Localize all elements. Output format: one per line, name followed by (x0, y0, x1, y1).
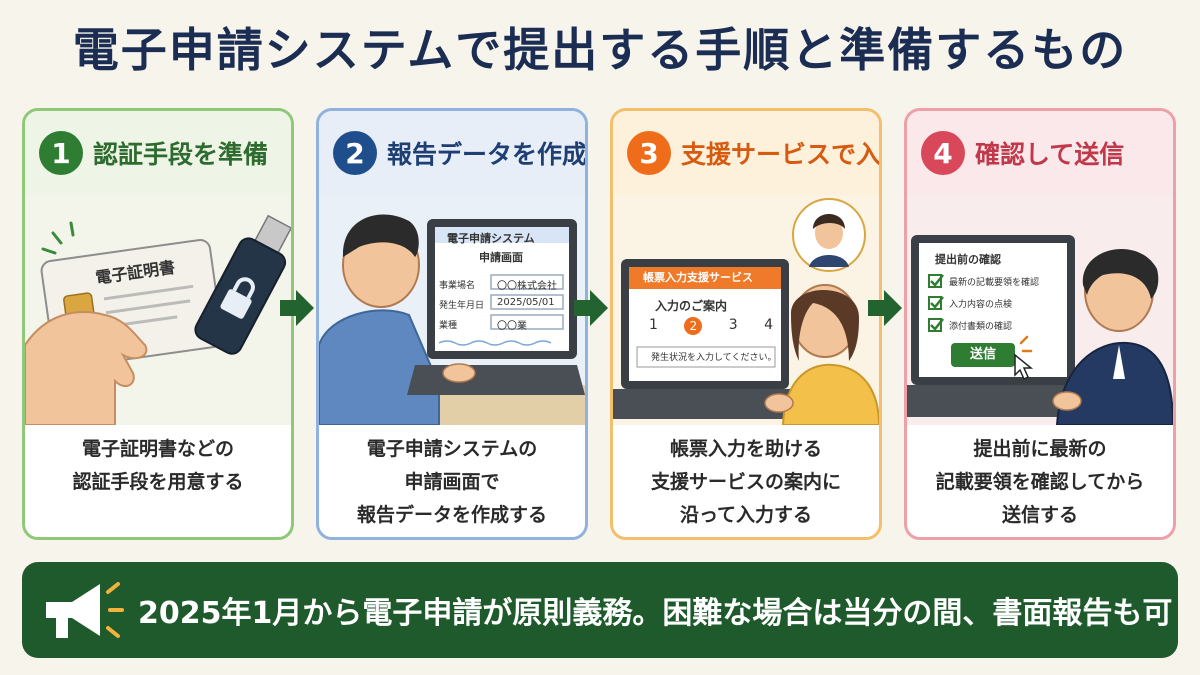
step-card-2: 2 報告データを作成 電子申請システム 申請画面 事業場名 〇〇株式会社 発生年… (316, 108, 588, 540)
field-value: 〇〇業 (497, 321, 527, 332)
input-prompt: 発生状況を入力してください。 (651, 353, 777, 363)
field-value: 2025/05/01 (497, 297, 555, 308)
step-description: 電子申請システムの 申請画面で 報告データを作成する (356, 438, 547, 526)
step-header: 3 支援サービスで入力 (613, 111, 879, 195)
lock-icon (220, 277, 255, 319)
notice-banner: 2025年1月から電子申請が原則義務。困難な場合は当分の間、書面報告も可 (22, 562, 1178, 658)
step-header: 4 確認して送信 (907, 111, 1173, 195)
step-card-3: 3 支援サービスで入力 帳票入力支援サービス 入力のご案内 1 2 3 (610, 108, 882, 540)
field-value: 〇〇株式会社 (497, 281, 557, 292)
step-title: 確認して送信 (975, 140, 1125, 169)
step-description: 電子証明書などの 認証手段を用意する (72, 438, 244, 493)
step-card-4: 4 確認して送信 提出前の確認 (904, 108, 1176, 540)
page-title: 電子申請システムで提出する手順と準備するもの (72, 23, 1128, 77)
step-title: 支援サービスで入力 (681, 140, 882, 169)
system-title: 電子申請システム (447, 232, 535, 245)
step-illustration (907, 195, 1173, 425)
guide-title: 入力のご案内 (655, 299, 728, 313)
banner-text: 2025年1月から電子申請が原則義務。困難な場合は当分の間、書面報告も可 (138, 596, 1173, 631)
step-illustration (319, 195, 585, 425)
check-title: 提出前の確認 (935, 253, 1001, 266)
check-item: 添付書類の確認 (949, 322, 1013, 332)
step-description: 帳票入力を助ける 支援サービスの案内に 沿って入力する (650, 438, 841, 526)
step-title: 報告データを作成 (387, 140, 588, 169)
step-card-1: 1 認証手段を準備 (22, 108, 294, 540)
cursor-icon (1014, 353, 1034, 381)
step-number: 1 (39, 131, 83, 175)
step-description: 提出前に最新の 記載要領を確認してから 送信する (935, 438, 1145, 526)
step-header: 2 報告データを作成 (319, 111, 585, 195)
step-number: 4 (921, 131, 965, 175)
check-item: 最新の記載要領を確認 (949, 278, 1040, 288)
step-number: 2 (333, 131, 377, 175)
screen-title: 申請画面 (479, 251, 523, 264)
step-illustration (613, 195, 879, 425)
arrow-right-icon (574, 290, 608, 326)
step-number: 3 (627, 131, 671, 175)
checkbox-icon (930, 274, 944, 331)
field-label: 発生年月日 (439, 301, 485, 311)
megaphone-icon (46, 582, 124, 638)
send-button[interactable]: 送信 (969, 347, 996, 362)
progress-steps: 1 2 3 4 (649, 317, 773, 335)
field-label: 業種 (439, 321, 458, 331)
arrow-right-icon (868, 290, 902, 326)
field-label: 事業場名 (439, 281, 476, 291)
usb-key-icon (194, 214, 291, 355)
step-header: 1 認証手段を準備 (25, 111, 291, 195)
step-title: 認証手段を準備 (93, 140, 269, 169)
arrow-right-icon (280, 290, 314, 326)
step-illustration (25, 195, 291, 425)
active-step: 2 (684, 317, 703, 335)
service-title: 帳票入力支援サービス (643, 271, 753, 284)
check-item: 入力内容の点検 (949, 300, 1013, 310)
